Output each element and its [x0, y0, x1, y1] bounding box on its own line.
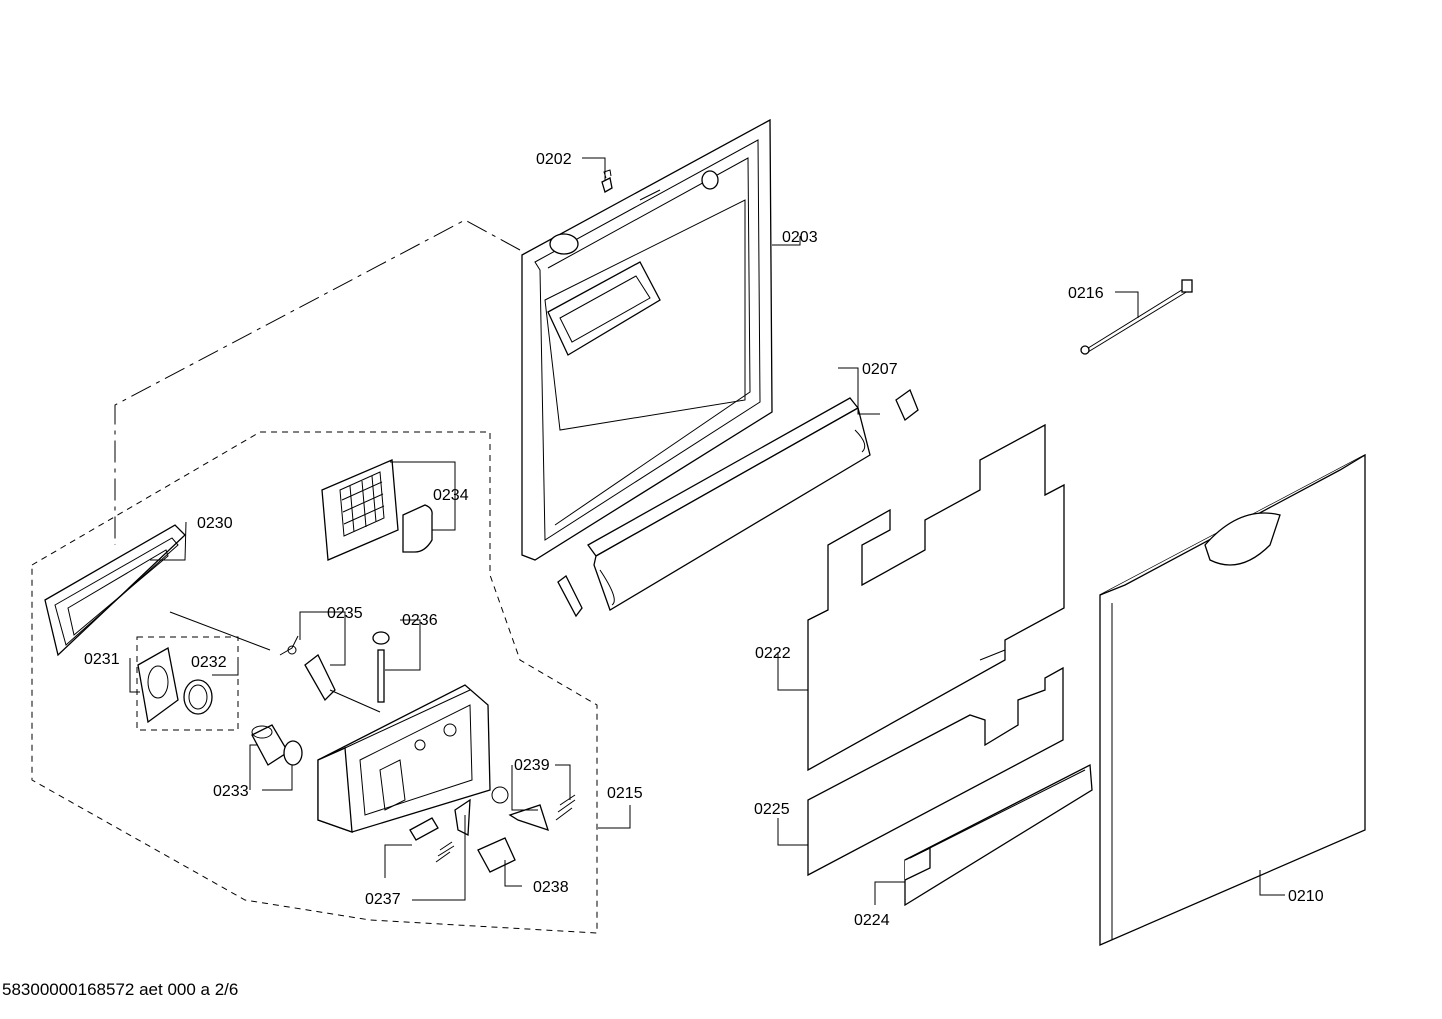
label-0222: 0222 [755, 645, 791, 662]
handle-profile-0224 [904, 763, 1093, 907]
label-0202: 0202 [536, 151, 572, 168]
drawing-reference-footer: 58300000168572 aet 000 a 2/6 [2, 980, 239, 999]
label-0237: 0237 [365, 891, 401, 908]
label-0230: 0230 [197, 515, 233, 532]
springs-0237 [409, 798, 471, 863]
dispenser-lid-0231 [137, 646, 179, 724]
label-0224: 0224 [854, 912, 890, 929]
control-group-boundary-dashed [31, 431, 598, 934]
assembly-boundary-dashdot [114, 219, 521, 545]
cap-0233 [251, 724, 303, 766]
label-0225: 0225 [754, 801, 790, 818]
label-0210: 0210 [1288, 888, 1324, 905]
cable-tie-0216 [1080, 279, 1193, 355]
door-rail-0207 [587, 397, 871, 611]
rail-clip [557, 575, 583, 618]
label-0235: 0235 [327, 605, 363, 622]
label-0231: 0231 [84, 651, 120, 668]
label-0207: 0207 [862, 361, 898, 378]
label-0215: 0215 [607, 785, 643, 802]
filter-grid-0234 [321, 459, 433, 561]
label-0239: 0239 [514, 757, 550, 774]
spring-parts-0239 [491, 786, 576, 832]
bracket-clip-0207 [895, 388, 919, 422]
label-0233: 0233 [213, 783, 249, 800]
label-0234: 0234 [433, 487, 469, 504]
solenoid-0238 [477, 837, 516, 873]
screw-0202 [601, 169, 613, 193]
part-labels: 0202 0203 0207 0216 0234 0230 0235 0236 … [84, 151, 1324, 929]
inner-door-panel-0203 [521, 118, 773, 561]
subgroup-box-0231-0232 [136, 636, 239, 731]
leader-lines [129, 157, 1285, 905]
seal-ring-0232 [183, 679, 213, 715]
label-0238: 0238 [533, 879, 569, 896]
insulation-panel-0222 [807, 423, 1065, 772]
valve-pin-0236 [372, 631, 390, 703]
insulation-panel-0225 [807, 666, 1064, 877]
label-0236: 0236 [402, 612, 438, 629]
lever-spring-0235 [279, 635, 336, 702]
label-0216: 0216 [1068, 285, 1104, 302]
label-0232: 0232 [191, 654, 227, 671]
dispenser-module-0215 [317, 684, 491, 833]
seal-frame-0230 [44, 524, 186, 657]
label-0203: 0203 [782, 229, 818, 246]
outer-door-front-0210 [1099, 453, 1366, 946]
